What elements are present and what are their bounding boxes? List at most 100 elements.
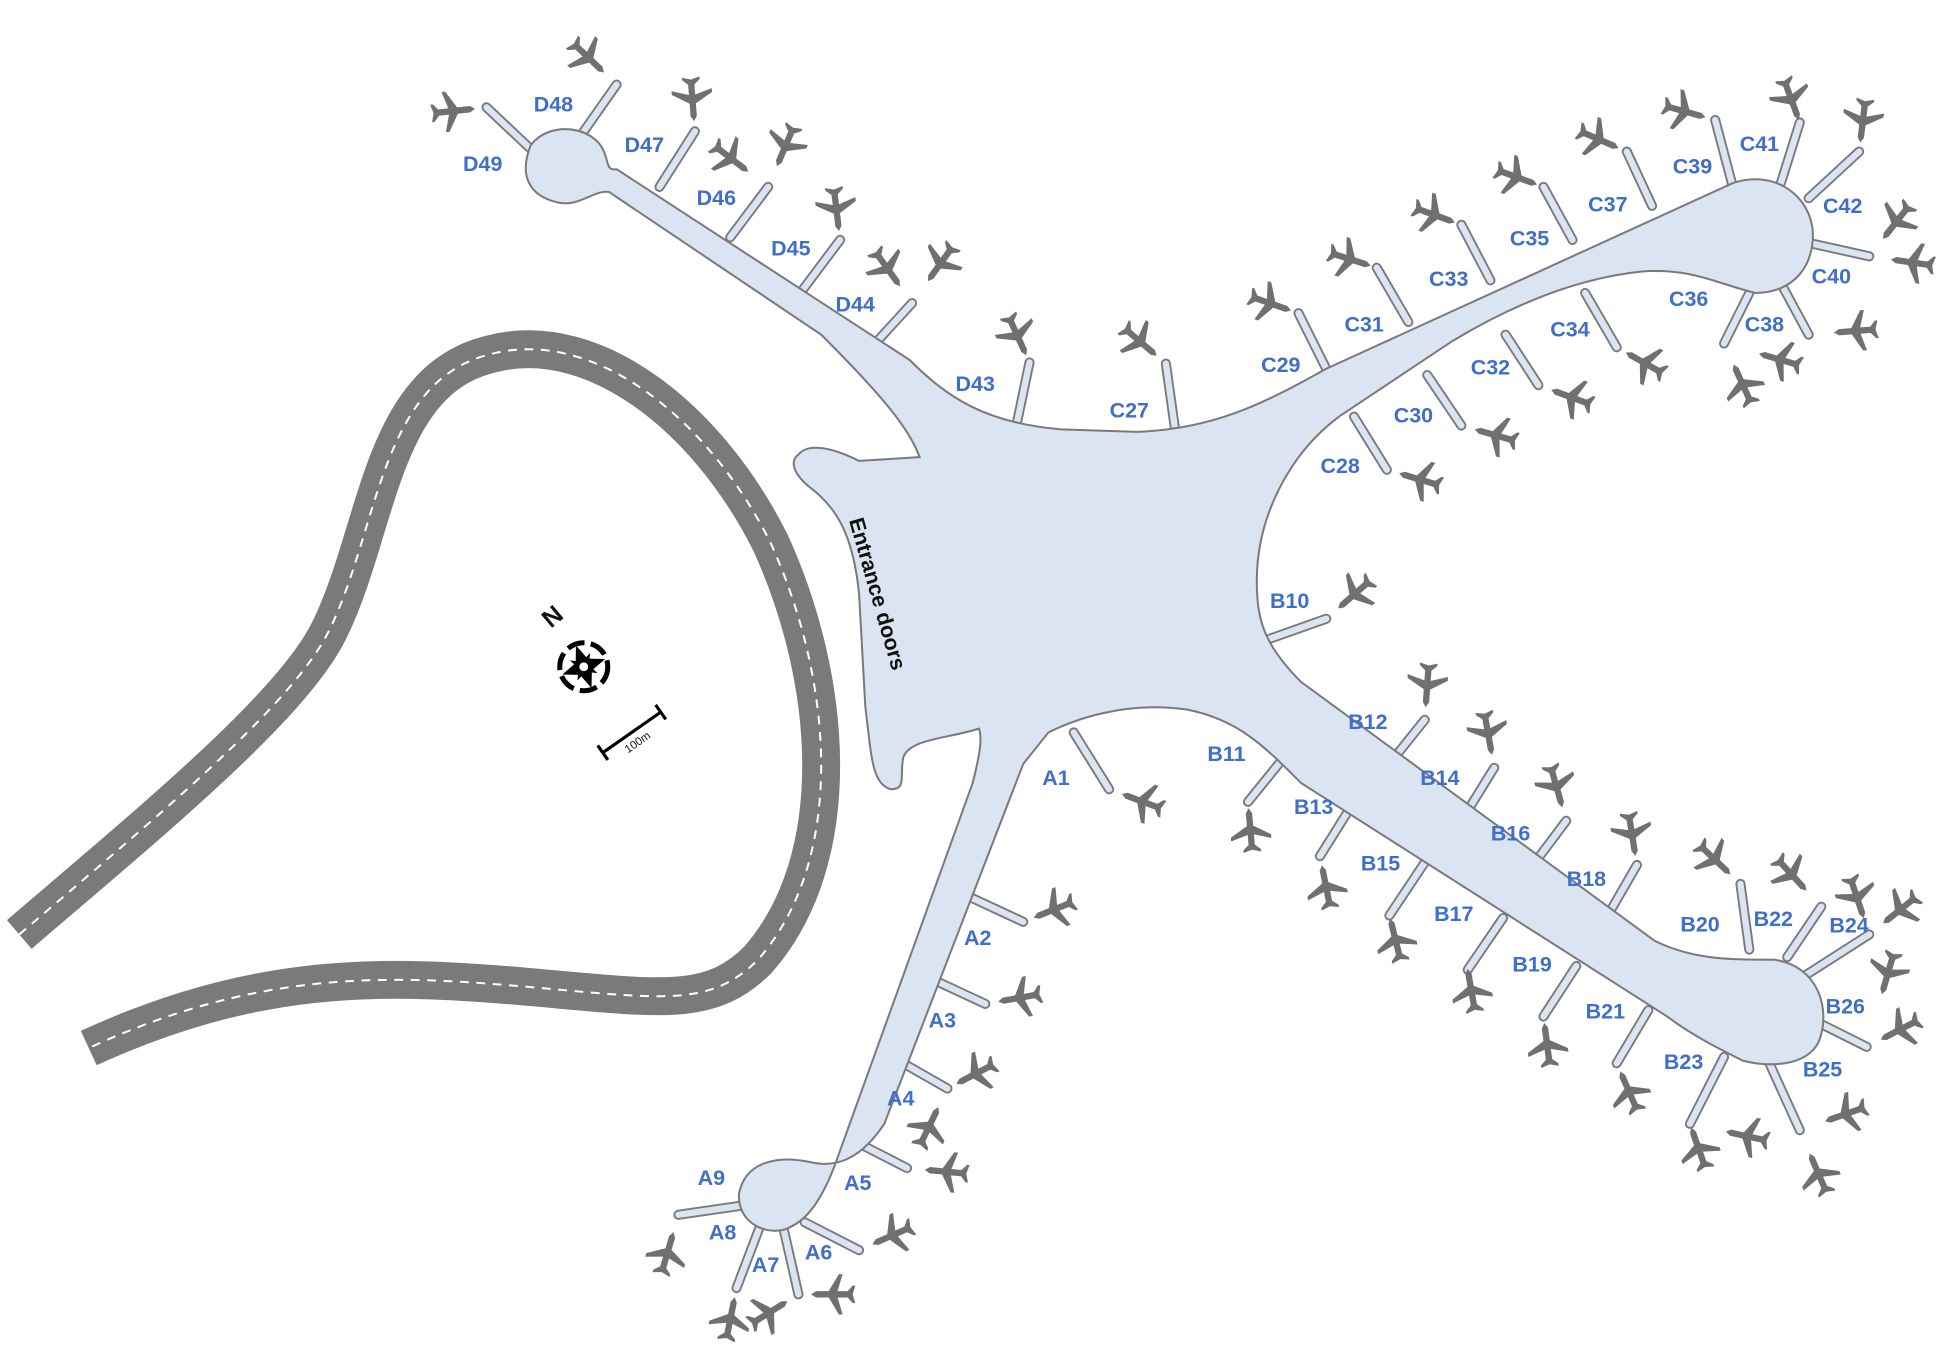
gate-label-b17[interactable]: B17 [1434,902,1473,926]
jet-bridge[interactable] [675,1202,743,1218]
jet-bridge[interactable] [1802,931,1873,979]
gate-b22[interactable] [1782,901,1827,963]
gate-label-c36[interactable]: C36 [1669,287,1708,311]
jet-bridge[interactable] [727,183,772,241]
gate-label-c35[interactable]: C35 [1510,227,1549,251]
gate-a1[interactable] [1068,727,1115,795]
jet-bridge[interactable] [1540,962,1580,1020]
gate-label-c29[interactable]: C29 [1261,353,1300,377]
gate-label-d44[interactable]: D44 [836,292,875,316]
jet-bridge[interactable] [1386,859,1428,919]
gate-label-d49[interactable]: D49 [463,152,502,176]
gate-label-a1[interactable]: A1 [1042,766,1069,790]
jet-bridge[interactable] [1581,289,1620,351]
gate-label-b22[interactable]: B22 [1754,907,1793,931]
gate-label-d45[interactable]: D45 [771,237,810,261]
gate-label-c27[interactable]: C27 [1110,398,1149,422]
gate-label-d43[interactable]: D43 [956,372,995,396]
gate-b23[interactable] [1684,1051,1730,1129]
jet-bridge[interactable] [1686,1053,1728,1128]
gate-d45[interactable] [797,234,846,296]
gate-label-b12[interactable]: B12 [1348,710,1387,734]
gate-d46[interactable] [725,181,774,243]
gate-c38[interactable] [1778,282,1814,340]
gate-d48[interactable] [578,79,622,137]
gate-a9[interactable] [673,1200,745,1220]
jet-bridge[interactable] [780,1224,802,1298]
gate-label-a4[interactable]: A4 [887,1087,914,1111]
gate-c41[interactable] [1775,117,1805,189]
jet-bridge[interactable] [1765,1057,1803,1134]
jet-bridge[interactable] [1780,284,1812,338]
gate-b17[interactable] [1462,912,1509,975]
gate-b24[interactable] [1801,929,1875,980]
gate-d47[interactable] [654,126,700,192]
gate-label-c42[interactable]: C42 [1823,194,1862,218]
gate-a8[interactable] [731,1219,766,1294]
jet-bridge[interactable] [1350,413,1391,473]
gate-c40[interactable] [1807,238,1875,262]
terminal-building[interactable] [524,128,1825,1232]
jet-bridge[interactable] [1262,615,1330,644]
gate-label-c37[interactable]: C37 [1588,193,1627,217]
gate-b15[interactable] [1384,857,1430,921]
jet-bridge[interactable] [483,104,534,153]
jet-bridge[interactable] [1805,148,1863,202]
jet-bridge[interactable] [1712,116,1737,191]
jet-bridge[interactable] [1540,183,1576,244]
jet-bridge[interactable] [801,1219,863,1254]
gate-label-c32[interactable]: C32 [1471,355,1510,379]
gate-b19[interactable] [1538,960,1582,1022]
gate-label-c30[interactable]: C30 [1394,403,1433,427]
gate-label-c31[interactable]: C31 [1344,312,1383,336]
jet-bridge[interactable] [1424,371,1465,429]
gate-c27[interactable] [1160,358,1180,432]
gate-label-d46[interactable]: D46 [697,186,736,210]
jet-bridge[interactable] [1815,1019,1870,1050]
jet-bridge[interactable] [733,1221,764,1292]
jet-bridge[interactable] [1777,119,1803,187]
gate-c32[interactable] [1500,329,1544,391]
gate-label-b16[interactable]: B16 [1491,821,1530,845]
gate-c42[interactable] [1803,146,1865,204]
gate-c30[interactable] [1422,369,1467,431]
gate-label-d47[interactable]: D47 [625,133,664,157]
gate-d43[interactable] [1011,357,1035,429]
gate-label-b18[interactable]: B18 [1567,867,1606,891]
jet-bridge[interactable] [1162,360,1178,430]
gate-label-a5[interactable]: A5 [844,1171,871,1195]
gate-b20[interactable] [1735,878,1755,955]
gate-d49[interactable] [481,102,536,155]
jet-bridge[interactable] [799,236,844,294]
jet-bridge[interactable] [656,128,699,191]
gate-label-b13[interactable]: B13 [1294,795,1333,819]
jet-bridge[interactable] [1784,903,1825,961]
gate-label-b23[interactable]: B23 [1664,1050,1703,1074]
jet-bridge[interactable] [1464,914,1507,973]
gate-label-d48[interactable]: D48 [534,93,573,117]
gate-label-b11[interactable]: B11 [1207,742,1245,766]
gate-c29[interactable] [1293,308,1332,374]
gate-c28[interactable] [1348,411,1392,475]
gate-c37[interactable] [1621,146,1658,211]
gate-c31[interactable] [1371,262,1414,328]
gate-label-a8[interactable]: A8 [709,1220,736,1244]
gate-c36[interactable] [1718,287,1755,349]
jet-bridge[interactable] [927,975,989,1008]
gate-b21[interactable] [1611,1005,1654,1069]
jet-bridge[interactable] [1502,331,1542,389]
gate-label-c40[interactable]: C40 [1812,264,1851,288]
gate-label-b10[interactable]: B10 [1270,589,1309,613]
jet-bridge[interactable] [1013,359,1033,427]
gate-label-b19[interactable]: B19 [1512,953,1551,977]
jet-bridge[interactable] [1070,729,1113,793]
gate-b26[interactable] [1813,1017,1872,1052]
gate-b10[interactable] [1260,613,1332,646]
gate-label-b25[interactable]: B25 [1803,1057,1842,1081]
gate-a2[interactable] [963,891,1029,927]
gate-a6[interactable] [799,1217,865,1256]
gate-label-b15[interactable]: B15 [1361,852,1400,876]
gate-c39[interactable] [1710,114,1738,192]
gate-label-c39[interactable]: C39 [1673,155,1712,179]
jet-bridge[interactable] [1295,310,1330,372]
